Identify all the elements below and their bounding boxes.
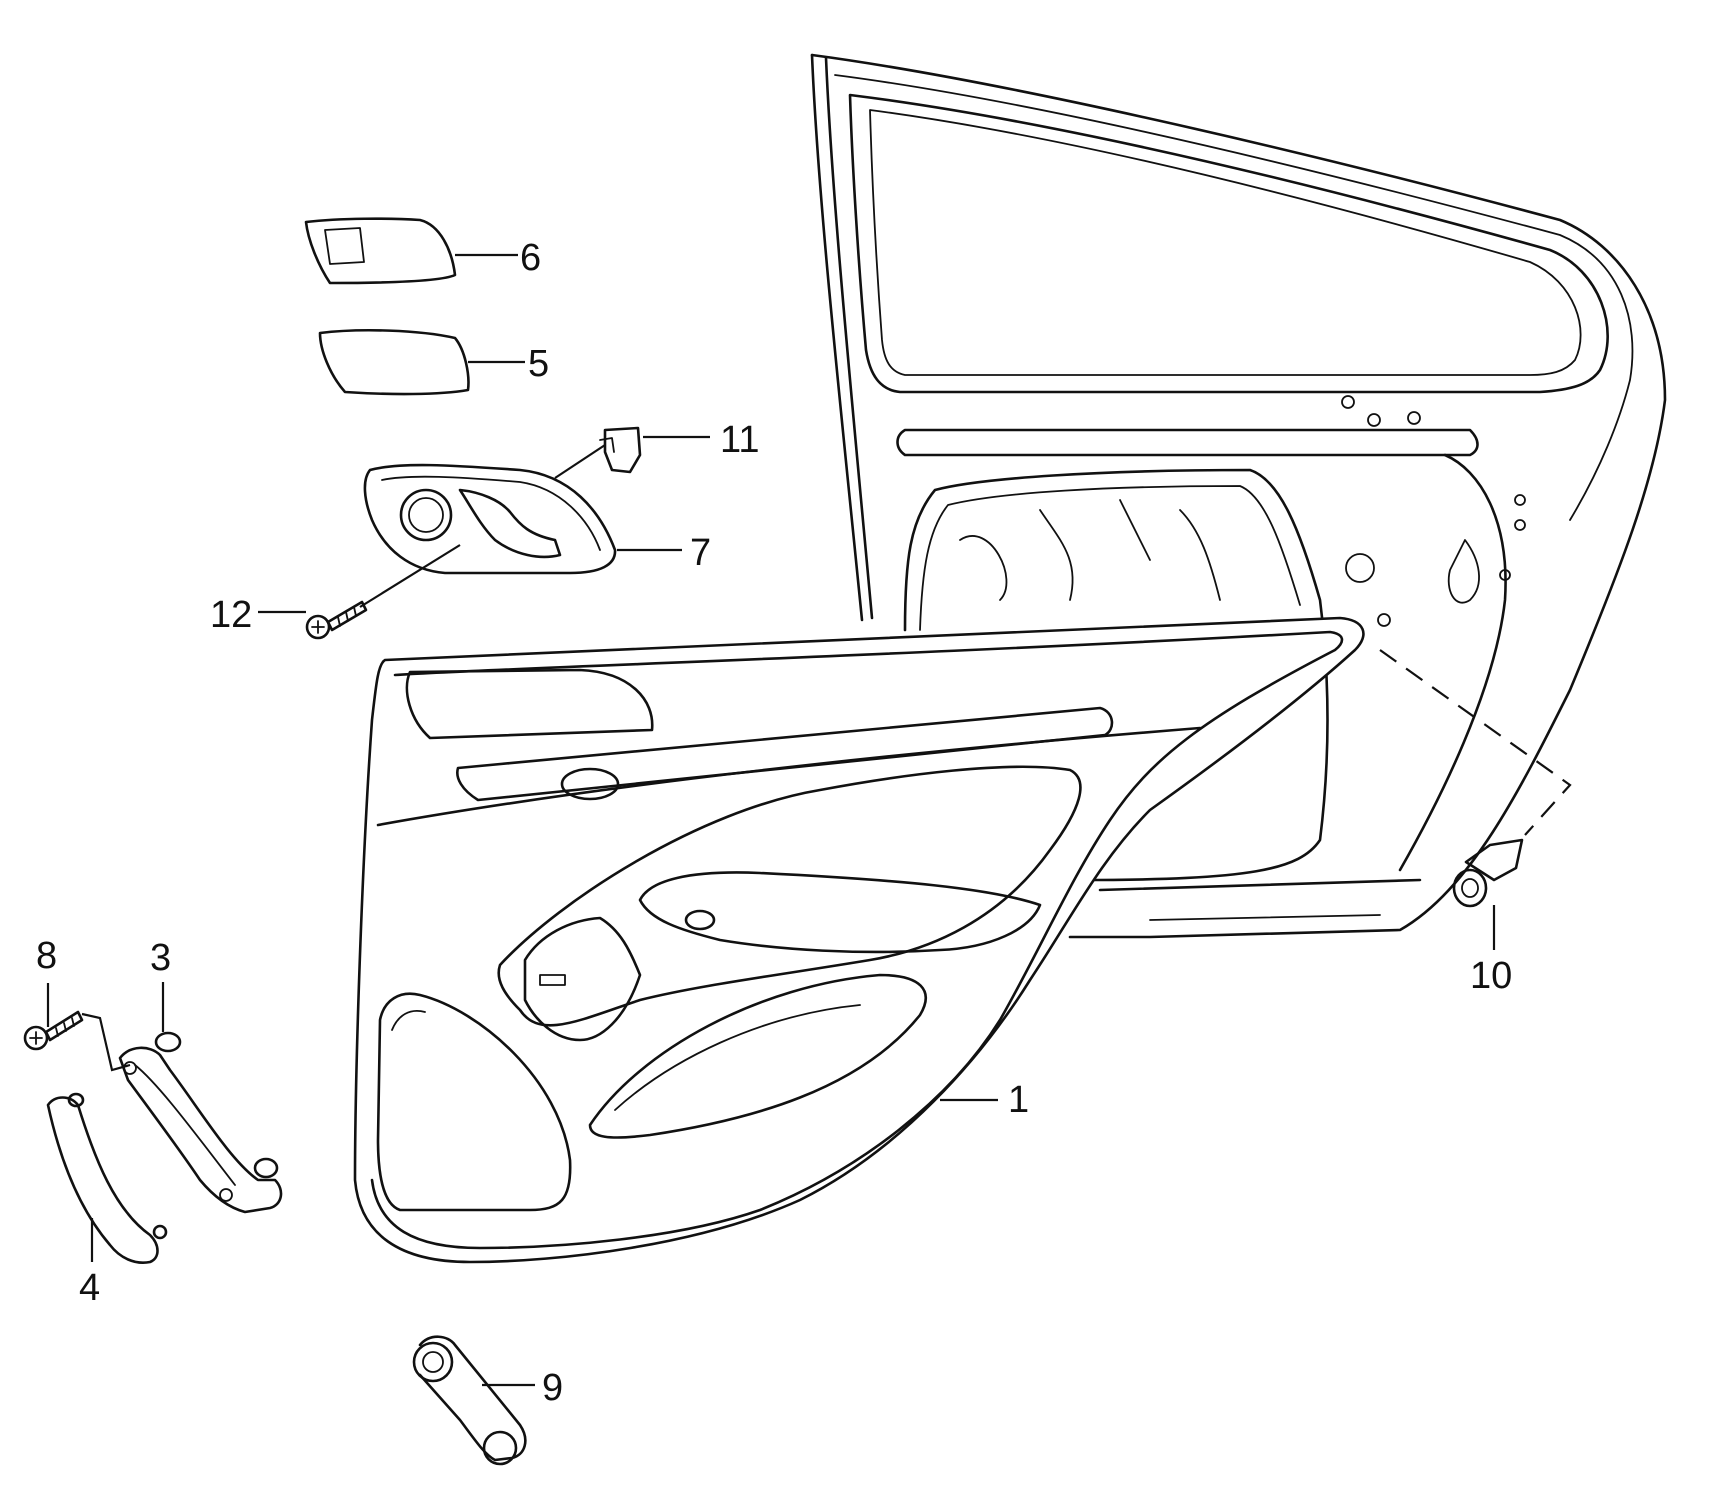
callout-1: 1 xyxy=(1008,1079,1029,1121)
callout-4: 4 xyxy=(79,1267,100,1309)
trim-insert-6 xyxy=(304,217,457,285)
door-handle-bezel-7 xyxy=(363,463,617,575)
trim-cover-5 xyxy=(318,328,470,396)
trim-clip-10 xyxy=(1452,838,1524,908)
grab-handle-bracket-3 xyxy=(118,1031,283,1214)
callout-labels: 1 3 4 5 6 7 8 9 10 11 12 xyxy=(36,237,1512,1409)
door-shell xyxy=(810,53,1667,939)
callout-12: 12 xyxy=(210,594,252,636)
callout-7: 7 xyxy=(690,532,711,574)
callout-6: 6 xyxy=(520,237,541,279)
callout-9: 9 xyxy=(542,1367,563,1409)
callout-11: 11 xyxy=(720,419,759,461)
callout-5: 5 xyxy=(528,343,549,385)
clip-11 xyxy=(599,426,642,474)
callout-10: 10 xyxy=(1470,955,1512,997)
screw-8 xyxy=(23,1010,84,1051)
callout-8: 8 xyxy=(36,935,57,977)
window-crank-9 xyxy=(412,1335,527,1466)
grab-handle-cover-4 xyxy=(46,1092,168,1264)
door-trim-panel xyxy=(353,616,1365,1264)
leader-lines xyxy=(46,253,1572,1387)
callout-3: 3 xyxy=(150,937,171,979)
screw-12 xyxy=(305,600,368,640)
